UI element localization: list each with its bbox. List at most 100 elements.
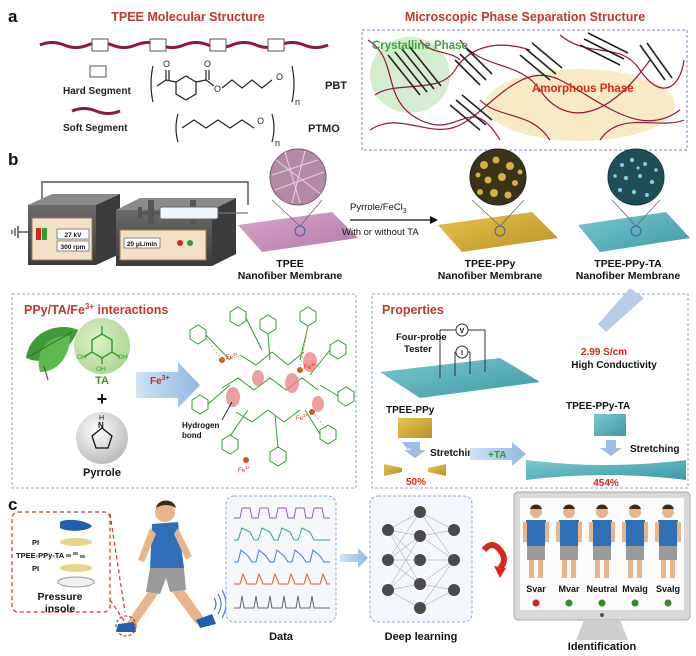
pyrrole-label: Pyrrole [83,467,121,479]
oh-label: OH [96,366,106,373]
gait-label: Svar [526,584,546,594]
deep-learning-label: Deep learning [385,631,458,643]
hard-segment-block [91,38,109,52]
pyrrole-ball [76,412,128,464]
ppyta-sample-label: TPEE-PPy-TA [566,401,630,412]
leaf-icon [26,327,78,381]
hydrogen-bond-highlights [226,352,324,412]
reaction-arrowhead [430,216,438,224]
ammeter-label: I [461,350,463,357]
fe-arrow-label: Fe3+ [150,375,170,387]
hard-segment-block [209,38,227,52]
pbt-o: O [163,59,170,69]
gait-indicator-dot [565,599,573,607]
fe-arrow [136,362,200,408]
tpee-chain [39,41,329,49]
reagent-label: Pyrrole/FeCl3 [350,202,407,215]
gait-indicator-dot [598,599,606,607]
membrane2-label-2: Nanofiber Membrane [438,270,543,282]
gait-figure-mvalg [622,504,648,578]
hard-segment-block [267,38,285,52]
soft-segment-label: Soft Segment [63,123,128,134]
conductivity-label: High Conductivity [571,360,657,371]
stretching-label-2: Stretching [630,444,679,455]
pbt-o: O [214,84,221,94]
ta-label: TA [95,375,109,387]
hydrogen-bond-pointer [221,401,233,421]
ta-network [189,306,355,467]
ppy-sample [398,418,432,438]
interactions-title: PPy/TA/Fe3+ interactions [24,302,168,317]
callout-line [109,599,126,623]
zoom-line [471,199,501,227]
coordination-bonds [205,325,329,431]
layer-label: TPEE-PPy-TA [16,551,65,560]
zoom-line [299,199,323,227]
pbt-n: n [295,97,300,107]
panel-b-letter: b [8,150,18,169]
plus-sign: + [97,389,108,409]
oh-label: OH [118,354,128,361]
ptmo-structure [175,113,275,143]
gait-figure-neutral [589,504,615,578]
pi-label-2: PI [32,564,39,573]
ptmo-label: PTMO [308,123,340,135]
gait-indicator-dot [532,599,540,607]
stretch-arrow-2 [600,440,622,456]
walking-person [116,500,216,632]
signal-waveforms [234,507,330,609]
pi-layer-2 [60,564,92,572]
pbt-label: PBT [325,80,347,92]
membrane3-label: TPEE-PPy-TA [594,258,662,270]
gait-label: Svalg [656,584,680,594]
stretching-label-1: Stretching [430,448,479,459]
gait-indicator-dot [631,599,639,607]
crystalline-lamellae [387,32,673,131]
data-box [225,495,337,623]
wireless-icon [213,589,227,619]
conductivity-value: 2.99 S/cm [581,347,627,358]
tpee-ppy-ta-membrane [578,212,690,252]
stretch-arrow-1 [404,442,426,458]
tpee-membrane [238,212,358,252]
hard-segment-label: Hard Segment [63,86,131,97]
amorphous-region [485,69,675,141]
shoe-highlight [115,615,137,637]
pi-label-1: PI [32,538,39,547]
tester-label-2: Tester [404,344,432,355]
plus-ta-label: +TA [488,450,506,461]
panel-c-letter: c [8,495,17,514]
gait-label: Mvar [558,584,580,594]
ppy-particles [475,156,523,199]
power-supply [28,194,120,265]
ta-arrow [470,442,526,466]
tpee-ppy-membrane [438,212,558,252]
insole-label-2: insole [45,603,76,615]
membrane2-label: TPEE-PPy [465,258,516,270]
tester-label: Four-probe [396,332,447,343]
data-label: Data [269,631,294,643]
zoom-line [635,199,661,227]
flow-arrow-1 [340,548,368,568]
insole-callout [11,511,111,613]
stretched-ppyta [526,460,686,480]
insole-label: Pressure [38,591,83,603]
rpm-readout: 300 rpm [61,244,86,251]
hydrogen-bond-label-2: bond [182,431,202,440]
callout-line [109,513,126,613]
voltage-readout: 27 kV [65,232,83,239]
membrane1-label-2: Nanofiber Membrane [238,270,343,282]
soft-segment-legend [71,107,121,115]
gait-indicator-dot [664,599,672,607]
panel-a-letter: a [8,7,18,26]
zoom-line [271,199,301,227]
ppy-ta-texture [613,157,658,197]
flow-arrow-2 [481,542,507,571]
title-tpee-molecular: TPEE Molecular Structure [111,10,265,24]
broken-ppy-right [428,464,446,476]
crystalline-phase-label: Crystalline Phase [372,40,468,52]
with-ta-label: With or without TA [342,227,419,238]
pbt-structure [150,65,295,103]
fe-ion-label: Fe3+ [296,413,309,422]
pbt-o: O [276,72,283,82]
